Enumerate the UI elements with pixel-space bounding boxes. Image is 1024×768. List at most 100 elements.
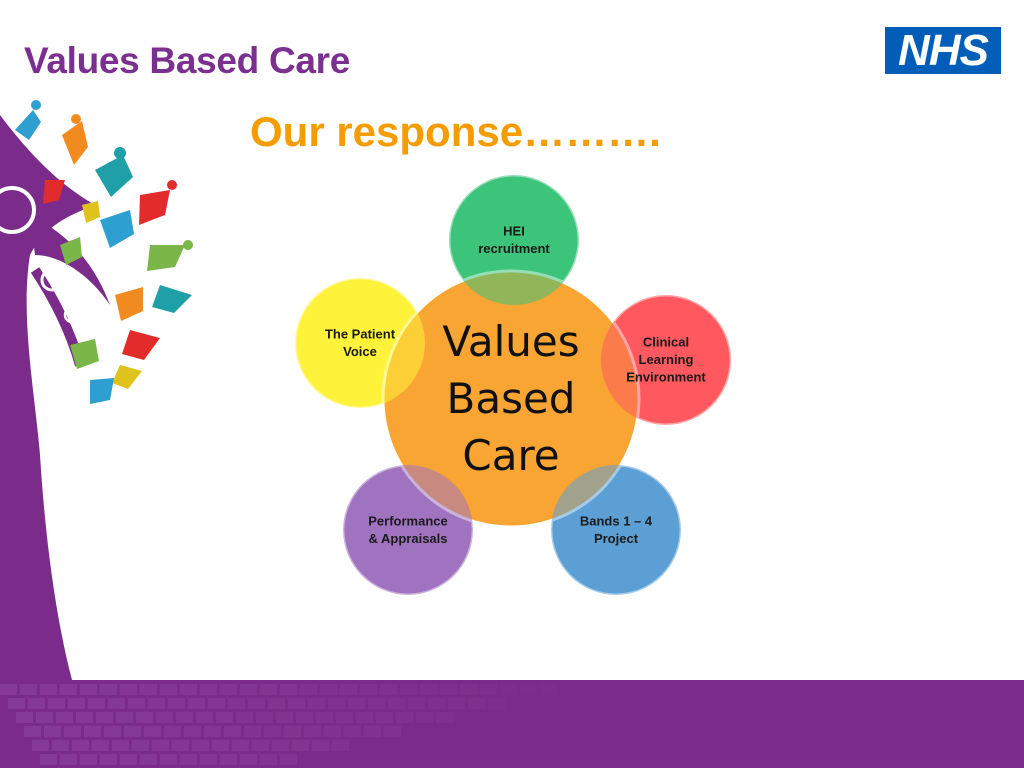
banner-tile [428,698,445,709]
banner-tile [160,754,177,765]
banner-tile [32,740,49,751]
banner-tile [184,726,201,737]
banner-tile [288,698,305,709]
banner-tile [332,740,349,751]
banner-tile [68,698,85,709]
banner-tile [28,698,45,709]
banner-tile [96,712,113,723]
banner-tile [380,684,397,695]
node-overlay-hei [449,175,579,305]
node-label-clinical-3: Environment [626,370,706,385]
banner-tile [84,726,101,737]
banner-tile [304,726,321,737]
node-label-hei-1: HEI [503,223,525,238]
banner-tile [240,754,257,765]
banner-tile [364,726,381,737]
banner-tile [224,726,241,737]
banner-tile [100,754,117,765]
banner-tile [308,698,325,709]
banner-tile [196,712,213,723]
banner-tile [164,726,181,737]
banner-tile [252,740,269,751]
banner-tile [120,684,137,695]
banner-tile [176,712,193,723]
banner-tile [360,684,377,695]
banner-tile [192,740,209,751]
slide-title: Values Based Care [24,40,351,81]
banner-tile [124,726,141,737]
slide-subtitle: Our response………. [250,108,661,155]
node-label-performance-1: Performance [368,513,447,528]
banner-tile [436,712,453,723]
banner-tile [316,712,333,723]
node-label-patient-1: The Patient [325,326,396,341]
banner-tile [388,698,405,709]
banner-tile [72,740,89,751]
banner-tile [128,698,145,709]
banner-tile [468,698,485,709]
node-label-hei-2: recruitment [478,241,550,256]
banner-tile [228,698,245,709]
banner-tile [256,712,273,723]
banner-tile [132,740,149,751]
banner-tile [8,698,25,709]
banner-tile [60,684,77,695]
banner-tile [204,726,221,737]
banner-tile [400,684,417,695]
banner-tile [248,698,265,709]
banner-tile [376,712,393,723]
nhs-logo-text: NHS [898,25,989,75]
node-overlay-performance [343,465,473,595]
banner-tile [396,712,413,723]
banner-tile [88,698,105,709]
banner-tile [116,712,133,723]
node-label-clinical-2: Learning [639,352,694,367]
banner-tile [244,726,261,737]
banner-tile [368,698,385,709]
banner-tile [540,684,557,695]
center-line-3: Care [462,431,559,480]
bottom-banner [0,680,1024,768]
banner-tile [40,684,57,695]
banner-tile [216,712,233,723]
banner-tile [56,712,73,723]
banner-tile [296,712,313,723]
banner-tile [320,684,337,695]
banner-tile [232,740,249,751]
banner-tile [212,740,229,751]
banner-tile [300,684,317,695]
banner-tile [140,684,157,695]
banner-tile [24,726,41,737]
banner-tile [80,754,97,765]
banner-tile [236,712,253,723]
banner-tile [220,754,237,765]
banner-tile [156,712,173,723]
banner-tile [108,698,125,709]
banner-tile [104,726,121,737]
banner-tile [280,684,297,695]
banner-tile [448,698,465,709]
banner-tile [64,726,81,737]
banner-tile [240,684,257,695]
banner-tile [520,684,537,695]
banner-tile [140,754,157,765]
banner-tile [460,684,477,695]
banner-tile [20,684,37,695]
banner-tile [260,754,277,765]
banner-tile [0,684,17,695]
banner-tile [384,726,401,737]
banner-tile [440,684,457,695]
node-label-patient-2: Voice [343,344,377,359]
banner-tile [200,684,217,695]
banner-tile [292,740,309,751]
banner-tile [112,740,129,751]
banner-tile [276,712,293,723]
banner-tile [48,698,65,709]
banner-tile [220,684,237,695]
banner-tile [268,698,285,709]
banner-tile [416,712,433,723]
banner-tile [272,740,289,751]
banner-tile [340,684,357,695]
banner-tile [180,754,197,765]
